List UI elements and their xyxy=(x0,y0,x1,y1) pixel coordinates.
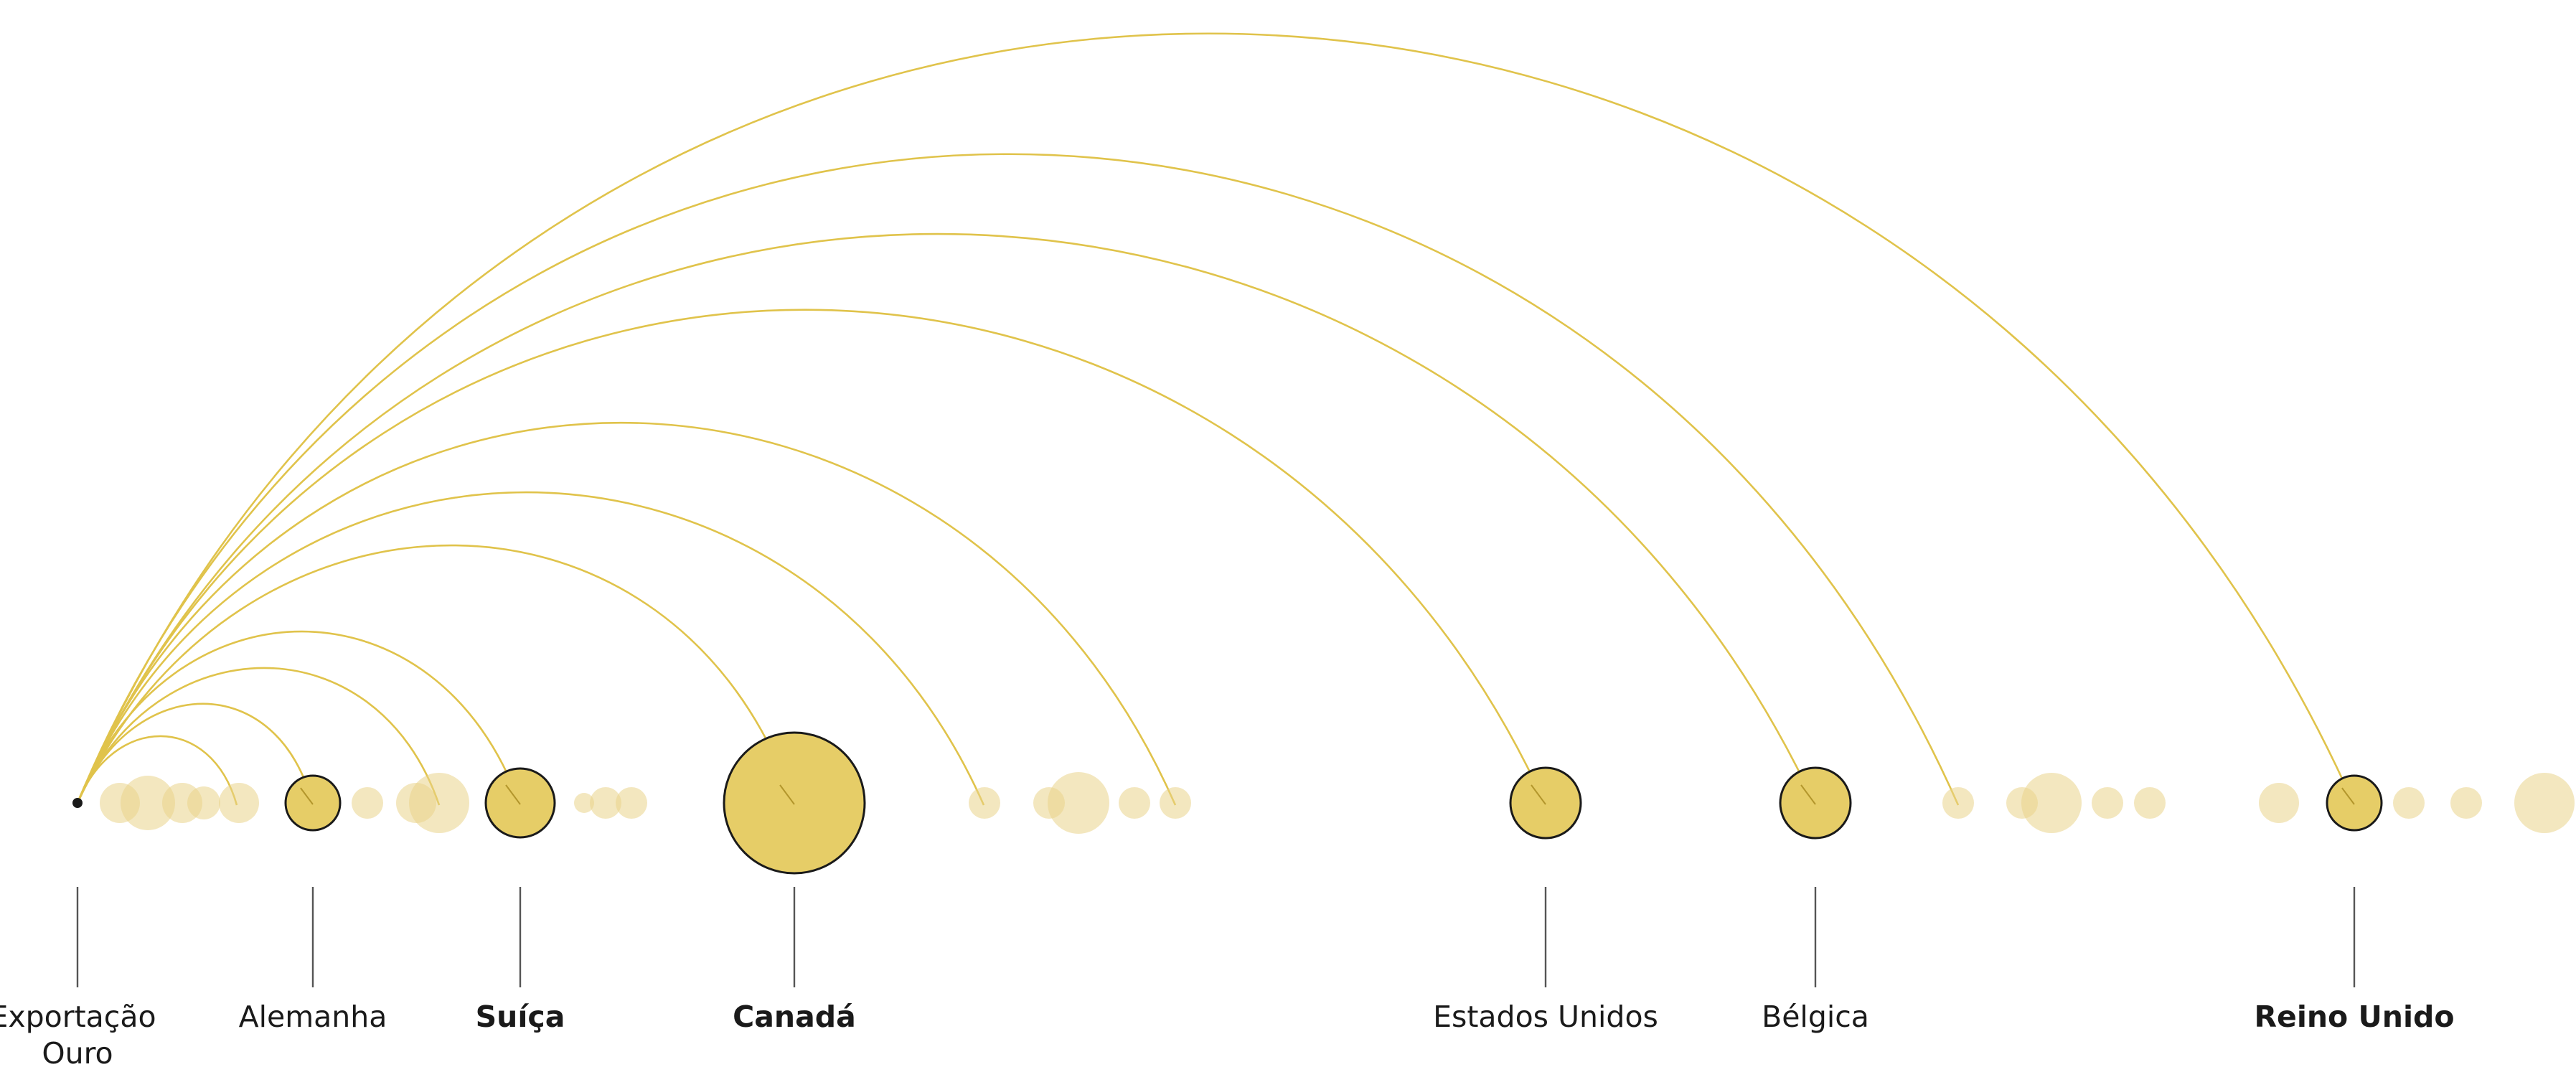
destination-bubble xyxy=(2326,774,2383,832)
arcs-layer xyxy=(76,32,2356,806)
flow-arc xyxy=(76,491,985,806)
bubble-pointer xyxy=(779,784,795,805)
country-bubble xyxy=(352,787,383,819)
flow-arc xyxy=(76,667,441,806)
country-bubble xyxy=(2259,783,2299,823)
destination-bubble xyxy=(1509,766,1582,840)
bubble-pointer xyxy=(1531,784,1546,805)
origin-label-line-2: Ouro xyxy=(42,1036,113,1067)
country-bubble xyxy=(616,787,647,819)
country-bubble xyxy=(2134,787,2166,819)
label-belgica: Bélgica xyxy=(1762,1000,1869,1034)
flow-arc xyxy=(76,153,1960,806)
flow-arc xyxy=(76,735,238,806)
country-bubble xyxy=(2450,787,2482,819)
country-bubble xyxy=(121,776,175,830)
flow-arc xyxy=(76,232,1817,806)
country-bubble xyxy=(2393,787,2425,819)
country-bubble xyxy=(1942,787,1974,819)
country-bubble xyxy=(1119,787,1150,819)
leader-lines-layer xyxy=(76,887,2356,987)
label-alemanha: Alemanha xyxy=(239,1000,387,1034)
bubble-pointer xyxy=(505,784,521,805)
label-canada: Canadá xyxy=(733,1000,856,1034)
country-bubble xyxy=(574,793,594,813)
origin-label: Exportação Ouro xyxy=(0,1000,166,1067)
country-bubble xyxy=(187,786,220,819)
country-bubble xyxy=(590,787,621,819)
country-bubble xyxy=(2021,773,2082,833)
flow-arc xyxy=(76,32,2356,806)
country-bubble xyxy=(1160,787,1191,819)
country-bubble xyxy=(2514,773,2575,833)
country-bubble xyxy=(219,783,259,823)
destination-bubble xyxy=(1779,766,1852,840)
country-bubble xyxy=(2092,787,2123,819)
destination-bubble xyxy=(484,767,556,839)
bubble-pointer xyxy=(1800,784,1816,805)
destination-bubble xyxy=(284,774,342,832)
country-bubble xyxy=(969,787,1000,819)
country-bubble xyxy=(1048,772,1109,834)
label-estados-unidos: Estados Unidos xyxy=(1433,1000,1658,1034)
bubbles-layer xyxy=(100,731,2575,875)
country-bubble xyxy=(409,773,469,833)
flow-arc xyxy=(76,702,314,806)
flow-arc xyxy=(76,309,1547,806)
label-suica: Suíça xyxy=(476,1000,565,1034)
bubble-pointer xyxy=(300,787,314,805)
flow-arc xyxy=(76,544,796,806)
origin-label-line-1: Exportação xyxy=(0,1000,156,1034)
flow-arc xyxy=(76,421,1177,806)
destination-bubble xyxy=(723,731,866,875)
label-reino-unido: Reino Unido xyxy=(2254,1000,2454,1034)
bubble-pointer xyxy=(2341,787,2355,805)
origin-dot-icon xyxy=(72,798,83,808)
